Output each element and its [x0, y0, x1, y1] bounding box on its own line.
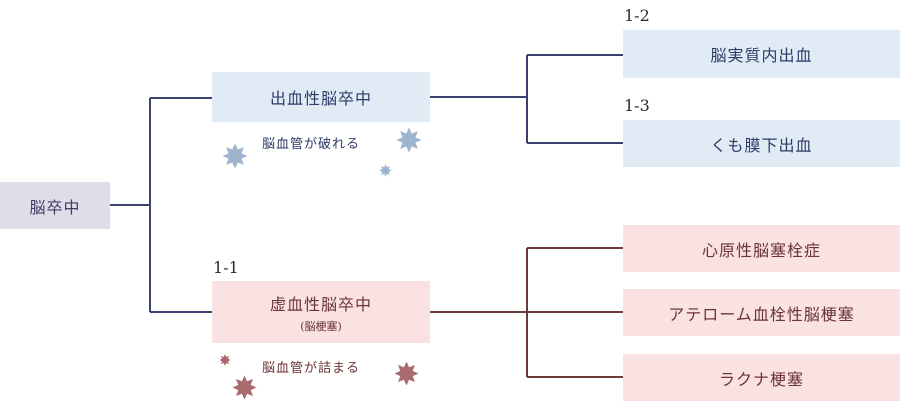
node-number-1-3: 1-3 [624, 96, 650, 115]
cardioembolic-label: 心原性脳塞栓症 [701, 240, 821, 260]
burst-star-icon [219, 354, 231, 366]
burst-star-icon [379, 164, 392, 177]
hemorrhagic-connector [430, 54, 623, 144]
subarachnoid-hemorrhage-node: くも膜下出血 [623, 120, 900, 167]
lacunar-node: ラクナ梗塞 [623, 354, 900, 401]
burst-star-icon [394, 361, 419, 386]
ischemic-label: 虚血性脳卒中 [269, 294, 372, 314]
root-label: 脳卒中 [29, 197, 81, 217]
node-number-1-2: 1-2 [624, 6, 650, 25]
atherothrombotic-node: アテローム血栓性脳梗塞 [623, 289, 900, 336]
burst-star-icon [232, 375, 257, 400]
burst-star-icon [396, 127, 422, 153]
subarachnoid-hemorrhage-label: くも膜下出血 [710, 135, 813, 155]
hemorrhagic-note: 脳血管が破れる [262, 137, 361, 152]
ischemic-sublabel: (脳梗塞) [300, 319, 342, 333]
root-connector [110, 97, 212, 313]
cardioembolic-node: 心原性脳塞栓症 [623, 225, 900, 272]
atherothrombotic-label: アテローム血栓性脳梗塞 [668, 304, 855, 324]
hemorrhagic-stroke-node: 出血性脳卒中 [212, 72, 430, 122]
intracerebral-hemorrhage-node: 脳実質内出血 [623, 30, 900, 78]
ischemic-stroke-node: 虚血性脳卒中 (脳梗塞) [212, 281, 430, 343]
burst-star-icon [222, 143, 248, 169]
root-node: 脳卒中 [0, 182, 110, 229]
lacunar-label: ラクナ梗塞 [718, 369, 804, 389]
ischemic-note: 脳血管が詰まる [262, 361, 361, 376]
intracerebral-hemorrhage-label: 脳実質内出血 [710, 46, 813, 65]
node-number-1-1: 1-1 [213, 258, 239, 277]
hemorrhagic-label: 出血性脳卒中 [269, 89, 372, 108]
ischemic-connector [430, 247, 623, 378]
